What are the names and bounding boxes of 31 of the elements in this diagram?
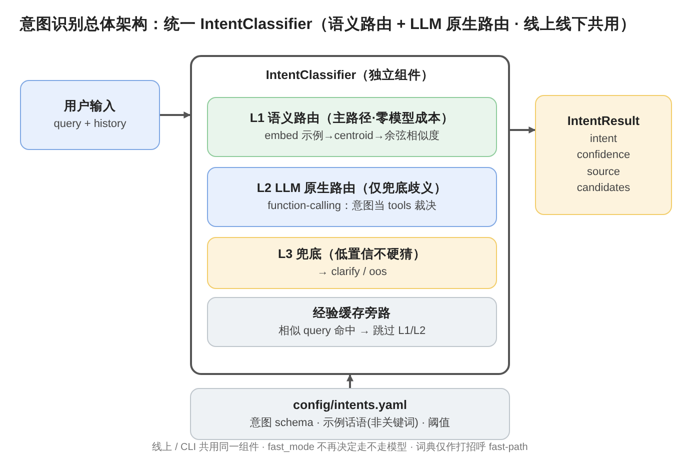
- process-box: [207, 297, 497, 347]
- process-box: [207, 237, 497, 289]
- output-card: [535, 95, 672, 215]
- box-text: function-calling：意图当 tools 裁决: [268, 198, 436, 214]
- box-text: source: [586, 164, 620, 180]
- arrow: [160, 112, 191, 118]
- box-text: query + history: [54, 116, 126, 132]
- process-box: [190, 388, 510, 440]
- box-text: embed 示例→centroid→余弦相似度: [264, 128, 440, 144]
- box-heading: config/intents.yaml: [293, 397, 407, 414]
- box-text: confidence: [576, 148, 630, 164]
- box-text: 意图 schema · 示例话语(非关键词) · 阈值: [250, 416, 450, 430]
- box-heading: 用户输入: [64, 98, 116, 115]
- arrow: [510, 126, 536, 134]
- arrow: [346, 374, 354, 388]
- box-heading: L2 LLM 原生路由（仅兜底歧义）: [256, 180, 448, 197]
- box-heading: IntentClassifier（独立组件）: [266, 67, 434, 84]
- box-text: 相似 query 命中 → 跳过 L1/L2: [278, 324, 426, 338]
- box-text: → clarify / oos: [317, 264, 387, 280]
- box-text: candidates: [576, 181, 630, 196]
- process-box: [207, 167, 497, 227]
- box-heading: 经验缓存旁路: [313, 305, 391, 322]
- box-text: intent: [590, 132, 617, 147]
- process-box: [207, 97, 497, 157]
- component-container: [190, 55, 510, 375]
- box-heading: L3 兜底（低置信不硬猜）: [278, 246, 426, 263]
- box-heading: L1 语义路由（主路径·零模型成本）: [250, 110, 454, 127]
- process-box: [20, 80, 160, 150]
- caption: 线上 / CLI 共用同一组件 · fast_mode 不再决定走不走模型 · 词典仅作打招呼 fast-path: [151, 440, 529, 454]
- diagram-title: 意图识别总体架构：统一 IntentClassifier（语义路由 + LLM 原生路由 · 线上线下共用）: [20, 14, 636, 35]
- box-heading: IntentResult: [567, 113, 640, 130]
